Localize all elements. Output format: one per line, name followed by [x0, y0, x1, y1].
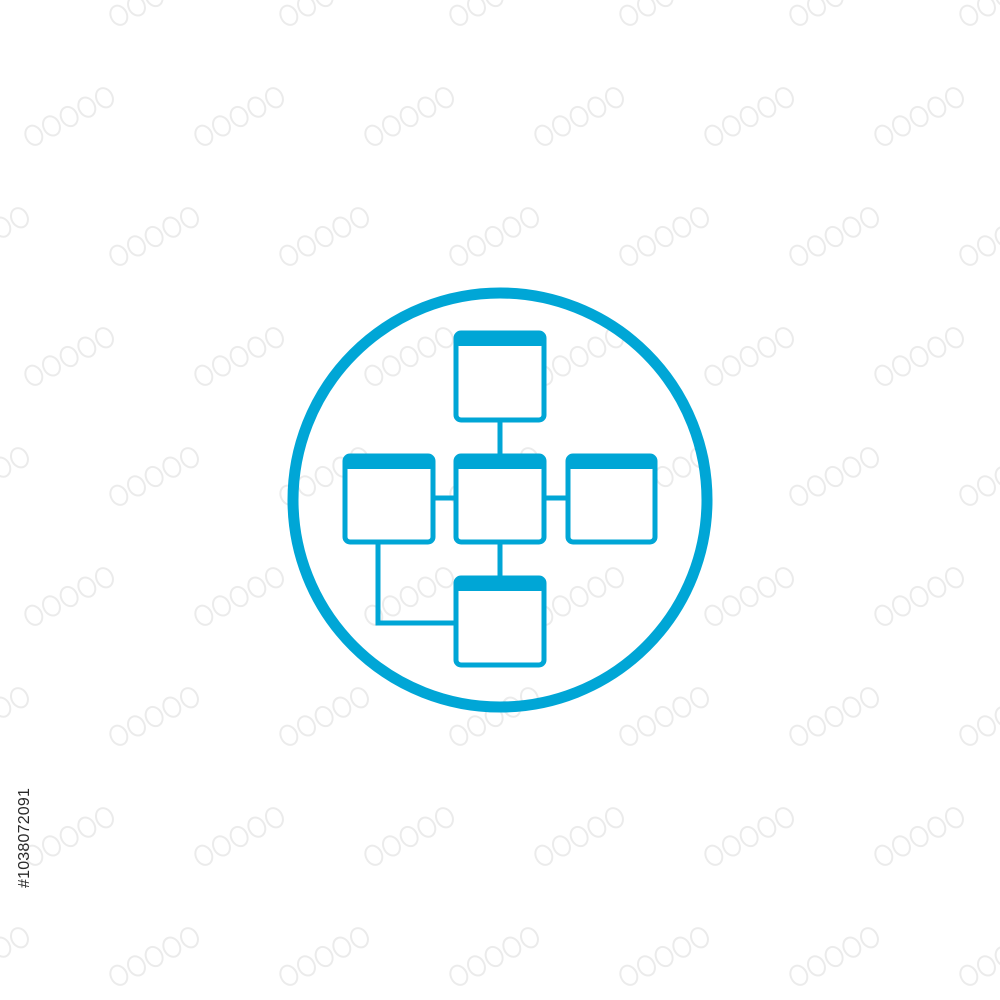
node-left — [342, 453, 436, 545]
node-bottom — [453, 575, 547, 668]
stock-id: #1038072091 — [16, 787, 33, 888]
node-top — [453, 330, 547, 423]
node-right — [565, 453, 658, 545]
connectors — [375, 420, 568, 626]
outer-ring — [287, 287, 713, 713]
node-center — [453, 453, 547, 545]
link-left-bottom — [375, 541, 456, 626]
